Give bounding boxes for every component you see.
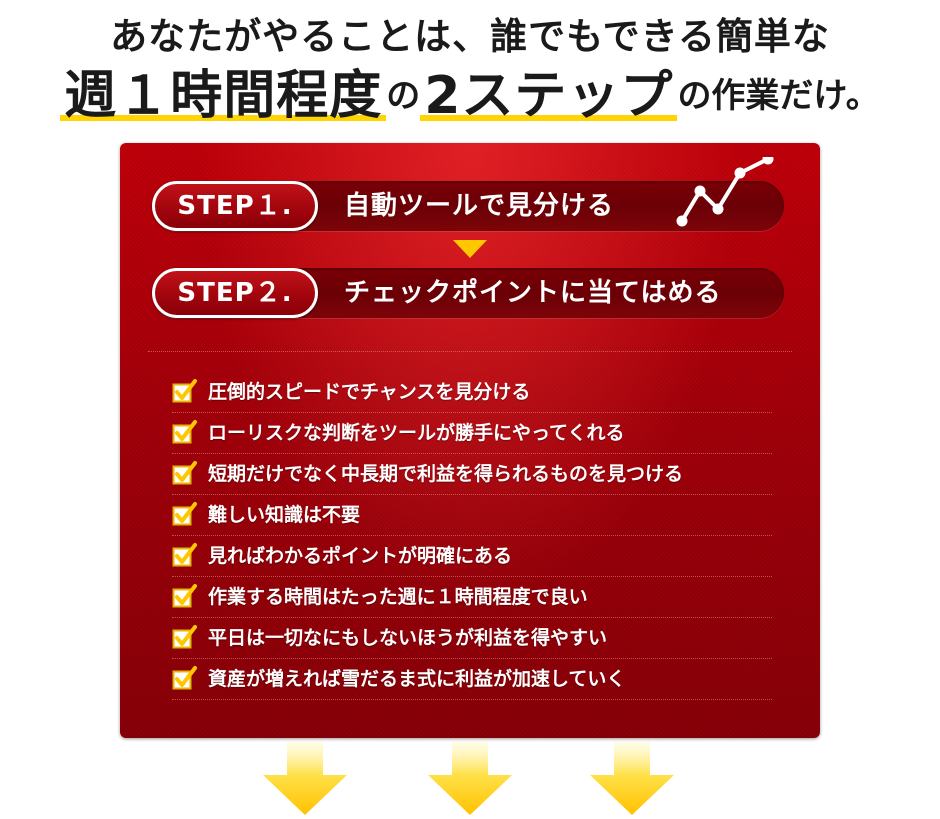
list-item: 見ればわかるポイントが明確にある	[172, 536, 772, 577]
step-label-2: STEP２.	[152, 268, 318, 318]
list-item: ローリスクな判断をツールが勝手にやってくれる	[172, 413, 772, 454]
check-text: 資産が増えれば雪だるま式に利益が加速していく	[208, 668, 626, 690]
headline-line2: 週１時間程度 の 2ステップ の作業だけ。	[0, 56, 940, 126]
check-text: 難しい知識は不要	[208, 504, 361, 526]
checkmark-icon	[172, 502, 197, 526]
step-label-1: STEP１.	[152, 181, 318, 231]
checkmark-icon	[172, 543, 197, 567]
step-row-2: STEP２. チェックポイントに当てはめる	[152, 268, 784, 318]
list-item: 圧倒的スピードでチャンスを見分ける	[172, 372, 772, 413]
headline-particle: の	[386, 76, 421, 116]
checkmark-icon	[172, 666, 197, 690]
checkmark-icon	[172, 584, 197, 608]
step-text-1: 自動ツールで見分ける	[344, 191, 615, 221]
arrow-down-icon	[428, 741, 512, 815]
checkmark-icon	[172, 379, 197, 403]
list-item: 難しい知識は不要	[172, 495, 772, 536]
checkmark-icon	[172, 461, 197, 485]
check-text: 短期だけでなく中長期で利益を得られるものを見つける	[208, 463, 684, 485]
list-item: 資産が増えれば雪だるま式に利益が加速していく	[172, 659, 772, 700]
benefit-checklist: 圧倒的スピードでチャンスを見分ける ローリスクな判断をツールが勝手にやってくれる…	[172, 372, 772, 700]
headline-line1: あなたがやることは、誰でもできる簡単な	[110, 15, 830, 58]
arrow-down-icon	[590, 741, 674, 815]
headline-highlight-time: 週１時間程度	[60, 66, 387, 126]
check-text: 作業する時間はたった週に１時間程度で良い	[208, 586, 588, 608]
list-item: 作業する時間はたった週に１時間程度で良い	[172, 577, 772, 618]
headline-tail: の作業だけ。	[677, 76, 880, 116]
checkmark-icon	[172, 625, 197, 649]
check-text: ローリスクな判断をツールが勝手にやってくれる	[208, 422, 625, 444]
check-text: 平日は一切なにもしないほうが利益を得やすい	[208, 627, 608, 649]
headline-highlight-steps: 2ステップ	[420, 66, 678, 126]
divider	[148, 351, 792, 352]
triangle-down-icon	[453, 240, 487, 258]
arrow-down-icon	[263, 741, 347, 815]
check-text: 見ればわかるポイントが明確にある	[208, 545, 513, 567]
check-text: 圧倒的スピードでチャンスを見分ける	[208, 381, 531, 403]
checkmark-icon	[172, 420, 197, 444]
steps-panel: STEP１. 自動ツールで見分ける STEP２. チェックポイントに当てはめる	[120, 143, 820, 738]
list-item: 平日は一切なにもしないほうが利益を得やすい	[172, 618, 772, 659]
step-text-2: チェックポイントに当てはめる	[344, 278, 722, 308]
line-chart-icon	[676, 157, 774, 227]
list-item: 短期だけでなく中長期で利益を得られるものを見つける	[172, 454, 772, 495]
step-row-1: STEP１. 自動ツールで見分ける	[152, 157, 784, 231]
